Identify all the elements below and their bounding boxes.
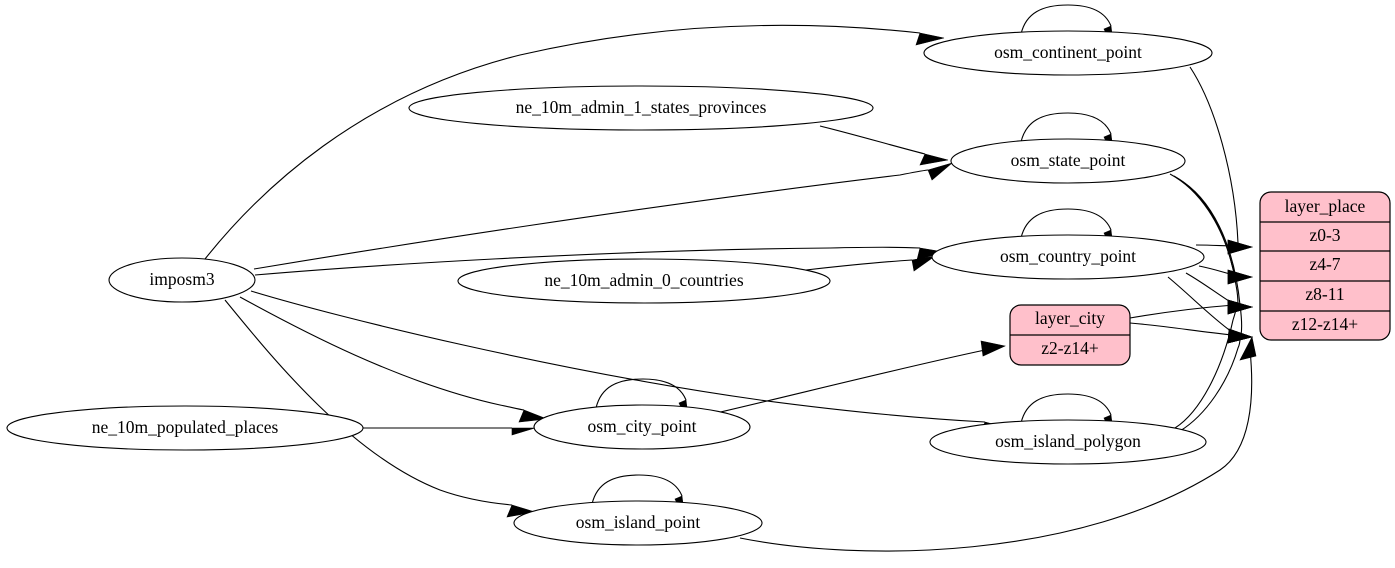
edge-osm-island-polygon-to-layer-place-z12-z14: [1179, 328, 1254, 432]
node-ne-10m-admin-0-countries[interactable]: ne_10m_admin_0_countries: [457, 258, 831, 304]
edge-ne-populated-places-to-osm-city-point: [363, 427, 536, 436]
edge-osm-continent-point-to-layer-place-z0-3: [1189, 66, 1254, 255]
node-osm-continent-point[interactable]: osm_continent_point: [923, 30, 1213, 76]
layer-place-row-z4-7[interactable]: z4-7: [1309, 254, 1340, 274]
node-osm-island-point-label: osm_island_point: [576, 512, 701, 532]
node-ne-10m-admin-1-states-provinces-label: ne_10m_admin_1_states_provinces: [516, 97, 767, 117]
edge-ne-admin-1-to-osm-state-point: [819, 125, 949, 166]
node-ne-10m-admin-0-countries-label: ne_10m_admin_0_countries: [544, 270, 743, 290]
edge-ne-admin-0-to-osm-country-point: [805, 255, 936, 272]
layer-place-row-z0-3[interactable]: z0-3: [1309, 225, 1340, 245]
layer-city-row-z2-z14[interactable]: z2-z14+: [1041, 338, 1099, 358]
edge-osm-island-polygon-to-layer-place-z8-11: [1174, 299, 1254, 429]
edge-layer: [204, 4, 1257, 552]
layer-node-layer-city[interactable]: layer_city z2-z14+: [1009, 304, 1131, 366]
edge-osm-country-point-to-layer-place-z4-7: [1198, 265, 1254, 285]
layer-place-title: layer_place: [1285, 196, 1366, 216]
node-ne-10m-populated-places[interactable]: ne_10m_populated_places: [6, 405, 364, 451]
node-osm-city-point-label: osm_city_point: [588, 416, 697, 436]
layer-place-row-z8-11[interactable]: z8-11: [1305, 284, 1344, 304]
edge-osm-city-point-to-layer-city: [711, 340, 1006, 415]
layer-place-row-z12-z14[interactable]: z12-z14+: [1292, 314, 1358, 334]
node-osm-state-point-label: osm_state_point: [1011, 150, 1126, 170]
edge-osm-country-point-to-layer-place-z0-3: [1195, 239, 1254, 255]
node-layer: imposm3 ne_10m_admin_1_states_provinces …: [6, 30, 1213, 546]
layer-city-title: layer_city: [1035, 308, 1105, 328]
node-osm-continent-point-label: osm_continent_point: [994, 42, 1142, 62]
node-osm-island-point[interactable]: osm_island_point: [513, 500, 763, 546]
node-osm-state-point[interactable]: osm_state_point: [950, 138, 1186, 184]
edge-imposm3-to-osm-continent-point: [204, 24, 945, 260]
node-ne-10m-admin-1-states-provinces[interactable]: ne_10m_admin_1_states_provinces: [408, 85, 874, 131]
layer-node-layer-place[interactable]: layer_place z0-3 z4-7 z8-11 z12-z14+: [1259, 191, 1391, 341]
edge-imposm3-to-osm-city-point: [239, 296, 548, 423]
node-osm-country-point[interactable]: osm_country_point: [931, 234, 1205, 280]
edge-osm-island-point-to-layer-place-z12-z14: [739, 336, 1257, 552]
edge-imposm3-to-osm-island-point: [224, 299, 536, 518]
node-osm-city-point[interactable]: osm_city_point: [533, 404, 751, 450]
node-ne-10m-populated-places-label: ne_10m_populated_places: [92, 417, 279, 437]
node-osm-island-polygon-label: osm_island_polygon: [995, 431, 1141, 451]
node-imposm3-label: imposm3: [149, 269, 214, 289]
edge-imposm3-to-osm-state-point: [253, 162, 953, 270]
node-imposm3[interactable]: imposm3: [108, 257, 256, 303]
node-osm-country-point-label: osm_country_point: [1000, 246, 1136, 266]
node-osm-island-polygon[interactable]: osm_island_polygon: [929, 419, 1207, 465]
